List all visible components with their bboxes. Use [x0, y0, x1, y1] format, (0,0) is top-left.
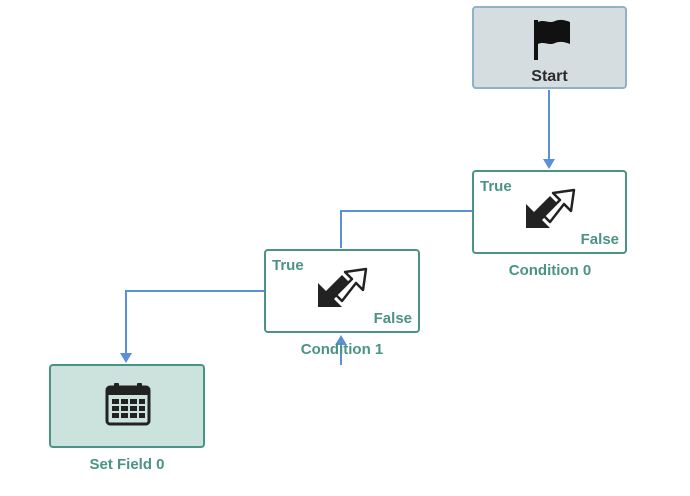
set-field-0-caption: Set Field 0 — [89, 456, 165, 473]
condition-0-node[interactable]: True False — [472, 170, 627, 254]
condition-1-true-port[interactable]: True — [272, 257, 304, 274]
connector-condition-1-true-to-set-field-0[interactable] — [120, 290, 264, 363]
start-node[interactable]: Start — [472, 6, 627, 89]
condition-0-true-port[interactable]: True — [480, 178, 512, 195]
start-label: Start — [531, 68, 568, 85]
condition-0-false-port[interactable]: False — [580, 231, 619, 248]
flag-icon — [532, 18, 572, 67]
calendar-icon — [104, 382, 152, 431]
condition-1-node[interactable]: True False — [264, 249, 420, 333]
swap-arrows-icon — [522, 186, 578, 237]
condition-1-caption: Condition 1 — [300, 341, 384, 358]
connector-condition-0-true-to-condition-1[interactable] — [340, 210, 472, 248]
swap-arrows-icon — [314, 265, 370, 316]
condition-0-caption: Condition 0 — [508, 262, 592, 279]
connector-start-to-condition-0[interactable] — [543, 90, 555, 169]
connector-stub-condition-1-bottom[interactable] — [335, 335, 347, 365]
condition-1-false-port[interactable]: False — [373, 310, 412, 327]
set-field-0-node[interactable] — [49, 364, 205, 448]
